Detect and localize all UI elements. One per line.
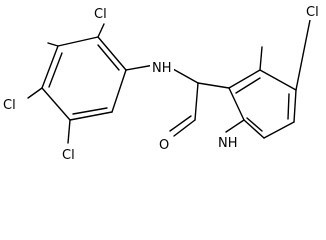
amine-nh-atom: NH (152, 61, 172, 76)
ring-nh-atom: NH (218, 136, 238, 151)
chlorine-atom-top: Cl (94, 7, 107, 22)
atom-labels: Cl Cl Cl NH Cl O NH (1, 2, 325, 163)
substituent-bonds (27, 19, 311, 144)
chlorine-atom-left: Cl (3, 98, 16, 113)
structure-canvas: Cl Cl Cl NH Cl O NH (1, 2, 325, 163)
chlorine-atom-bottom: Cl (62, 148, 75, 163)
indolinone-system (169, 69, 297, 139)
chlorine-atom-top-right: Cl (306, 5, 319, 20)
chemical-structure: Cl Cl Cl NH Cl O NH (1, 2, 325, 163)
carbonyl-oxygen-atom: O (159, 138, 169, 153)
trichlorophenyl-ring (41, 36, 127, 121)
